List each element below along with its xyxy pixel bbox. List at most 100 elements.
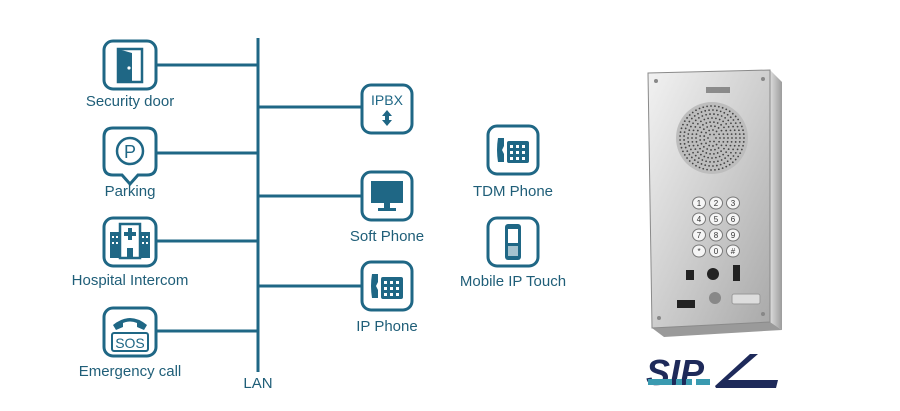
speaker-hole	[734, 122, 737, 125]
speaker-hole	[701, 159, 704, 161]
speaker-hole	[726, 113, 729, 116]
speaker-hole	[723, 126, 725, 129]
speaker-hole	[726, 160, 729, 163]
speaker-hole	[686, 150, 689, 153]
sip-logo: SIP	[646, 352, 778, 393]
speaker-hole	[713, 121, 715, 124]
speaker-hole	[729, 144, 732, 147]
speaker-hole	[711, 157, 713, 159]
speaker-hole	[732, 125, 735, 128]
ip-phone-icon	[360, 260, 414, 312]
speaker-hole	[733, 129, 736, 132]
speaker-hole	[726, 133, 729, 136]
speaker-hole	[692, 122, 694, 125]
speaker-hole	[736, 125, 739, 128]
speaker-hole	[699, 126, 701, 129]
speaker-hole	[710, 105, 712, 107]
speaker-hole	[694, 125, 697, 128]
speaker-hole	[713, 161, 715, 163]
keypad-key: 1	[692, 196, 706, 210]
speaker-hole	[710, 169, 712, 171]
speaker-hole	[743, 137, 745, 139]
speaker-hole	[704, 164, 707, 167]
keypad-key-label: 6	[731, 215, 736, 224]
speaker-hole	[716, 113, 719, 116]
speaker-hole	[731, 137, 733, 139]
hospital-icon	[102, 216, 158, 268]
speaker-hole	[718, 118, 721, 121]
speaker-hole	[727, 137, 729, 139]
speaker-hole	[707, 137, 709, 139]
speaker-hole	[725, 144, 728, 147]
speaker-hole	[683, 135, 685, 137]
speaker-hole	[712, 129, 714, 131]
speaker-hole	[739, 137, 741, 139]
speaker-hole	[740, 148, 743, 151]
speaker-hole	[734, 115, 737, 118]
label-parking: Parking	[104, 183, 156, 200]
speaker-hole	[715, 109, 718, 112]
speaker-hole	[719, 110, 722, 113]
speaker-hole	[701, 115, 704, 117]
speaker-hole	[713, 152, 715, 155]
speaker-hole	[706, 168, 708, 171]
speaker-hole	[703, 118, 706, 121]
speaker-hole	[724, 157, 727, 159]
speaker-hole	[730, 122, 732, 125]
speaker-hole	[730, 133, 733, 135]
speaker-hole	[730, 141, 733, 143]
speaker-hole	[702, 106, 705, 109]
speaker-hole	[684, 146, 687, 149]
speaker-hole	[686, 157, 688, 159]
speaker-hole	[690, 117, 693, 120]
speaker-hole	[723, 111, 726, 114]
speaker-hole	[719, 163, 722, 166]
speaker-hole	[717, 105, 720, 108]
speaker-hole	[738, 133, 741, 136]
speaker-hole	[731, 161, 734, 164]
speaker-hole	[697, 157, 700, 159]
speaker-hole	[732, 155, 735, 157]
speaker-hole	[698, 166, 701, 169]
speaker-hole	[708, 164, 710, 167]
speaker-hole	[727, 154, 730, 157]
keypad-key-label: 1	[697, 199, 702, 208]
speaker-hole	[716, 122, 719, 124]
speaker-hole	[697, 117, 700, 119]
keypad-key-label: #	[731, 247, 736, 256]
speaker-hole	[706, 126, 709, 128]
speaker-hole	[695, 140, 698, 143]
speaker-hole	[682, 150, 684, 153]
speaker-hole	[683, 139, 685, 141]
speaker-hole	[725, 151, 728, 154]
speaker-hole	[706, 148, 709, 150]
speaker-holes	[679, 105, 745, 171]
speaker-hole	[700, 111, 703, 113]
speaker-hole	[709, 121, 711, 124]
keypad-key: #	[726, 244, 740, 258]
speaker-hole	[713, 140, 715, 143]
speaker-hole	[709, 152, 711, 155]
speaker-hole	[720, 150, 722, 153]
speaker-hole	[733, 144, 736, 147]
speaker-hole	[739, 121, 742, 124]
speaker-hole	[708, 144, 711, 147]
speaker-hole	[738, 129, 740, 132]
keypad-key-label: 9	[731, 231, 736, 240]
speaker-hole	[691, 141, 694, 143]
speaker-hole	[696, 129, 699, 132]
speaker-hole	[695, 137, 697, 139]
speaker-hole	[699, 135, 702, 137]
speaker-hole	[724, 117, 727, 119]
ipbx-text: IPBX	[371, 92, 404, 108]
speaker-hole	[717, 127, 720, 129]
speaker-hole	[687, 133, 690, 135]
speaker-hole	[705, 122, 708, 124]
speaker-hole	[705, 142, 707, 145]
speaker-hole	[715, 130, 718, 133]
keypad-key: 9	[726, 228, 740, 242]
svg-text:P: P	[124, 142, 136, 162]
speaker-hole	[737, 155, 740, 158]
speaker-hole	[727, 119, 730, 122]
